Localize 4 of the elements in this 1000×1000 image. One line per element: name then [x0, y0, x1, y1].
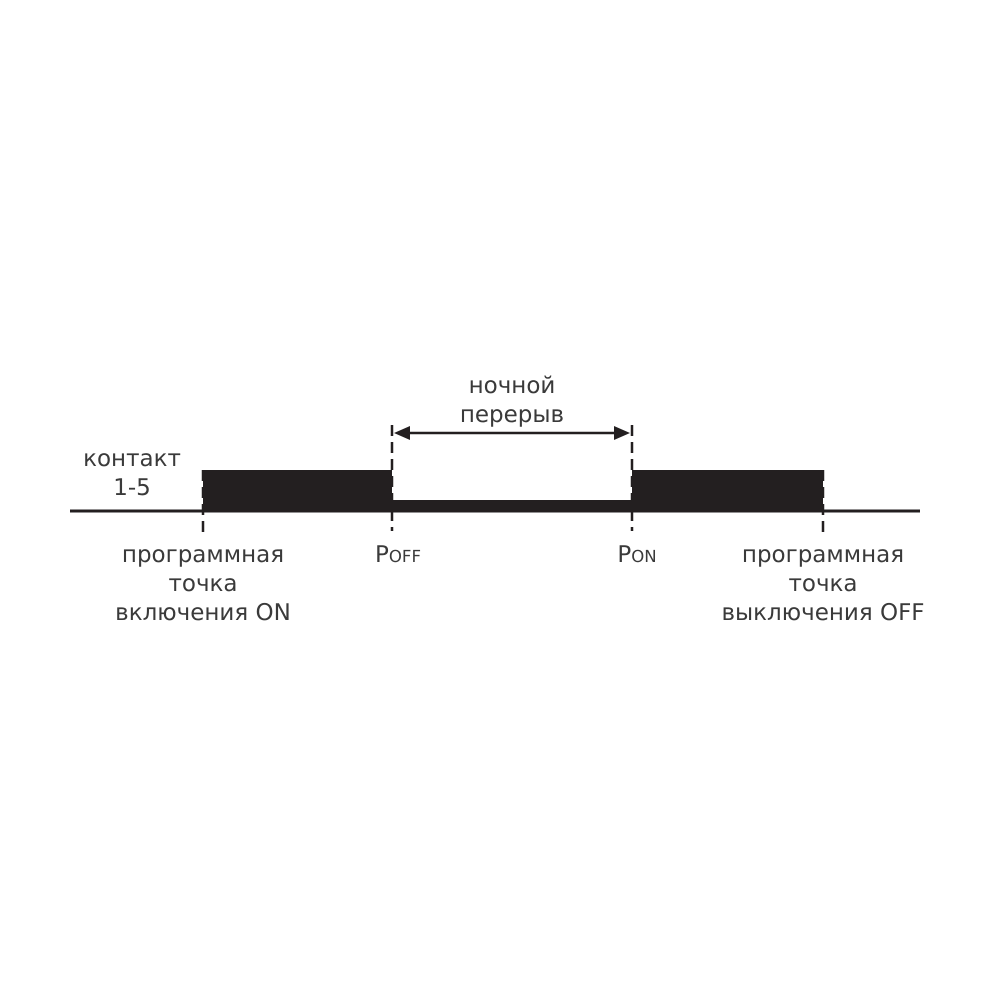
switch-point-label: программная точка включения ON	[114, 541, 292, 628]
switch-point-label: программная точка выключения OFF	[720, 541, 926, 628]
signal-name-label: контакт 1-5	[82, 445, 182, 503]
dimension-label: ночной перерыв	[458, 372, 566, 430]
